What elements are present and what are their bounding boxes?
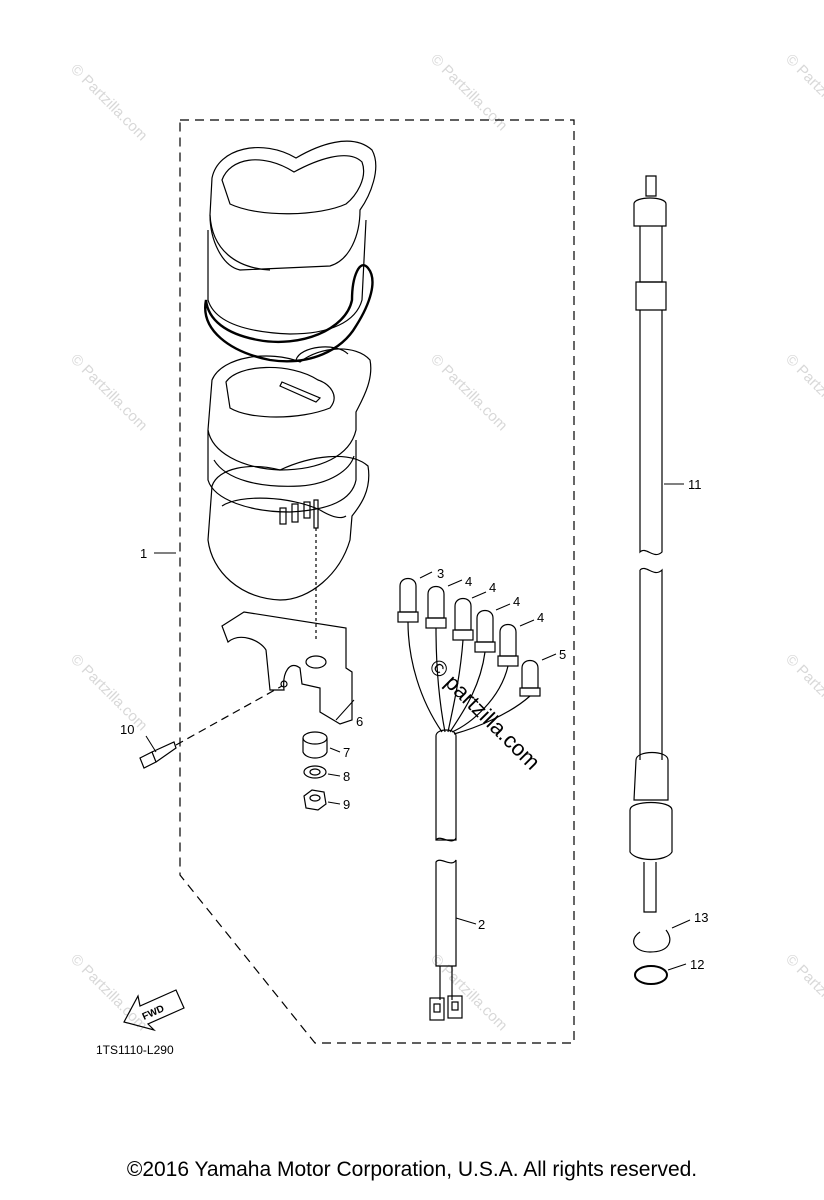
- callout-11: 11: [688, 477, 702, 492]
- washer: [303, 765, 327, 779]
- meter-body: [207, 346, 372, 513]
- bulb: [497, 623, 519, 667]
- gasket-ring: [204, 264, 374, 363]
- callout-8: 8: [343, 769, 350, 784]
- center-watermark: © partzilla.com: [424, 654, 545, 775]
- callout-7: 7: [343, 745, 350, 760]
- watermark: © Partzilla.com: [67, 351, 150, 434]
- bulb: [452, 597, 474, 641]
- callout-4: 4: [513, 594, 520, 609]
- callout-1: 1: [140, 546, 147, 561]
- watermark: © Partzilla.com: [427, 51, 510, 134]
- bulb: [425, 585, 447, 629]
- callout-12: 12: [690, 957, 704, 972]
- meter-bezel: [207, 140, 377, 335]
- bolt: [139, 685, 283, 769]
- o-ring: [634, 965, 668, 985]
- watermark: © Partzilla.com: [67, 951, 150, 1034]
- leader-lines: [145, 483, 691, 971]
- callout-10: 10: [120, 722, 134, 737]
- callouts: 1 2 3 4 4 4 4 5 6 7 8 9 10 11 12 13: [120, 477, 708, 972]
- fwd-label: FWD: [141, 1003, 166, 1022]
- callout-13: 13: [694, 910, 708, 925]
- cable-clip: [633, 929, 671, 953]
- callout-9: 9: [343, 797, 350, 812]
- callout-2: 2: [478, 917, 485, 932]
- meter-case: [207, 455, 370, 640]
- watermark: © Partzilla.com: [67, 651, 150, 734]
- watermark: © Partzilla.com: [782, 51, 824, 134]
- bulb-harness: [397, 577, 541, 1021]
- meter-cable: [629, 175, 673, 913]
- watermark: © Partzilla.com: [67, 61, 150, 144]
- watermarks: © Partzilla.com © Partzilla.com © Partzi…: [67, 51, 824, 1034]
- callout-4: 4: [489, 580, 496, 595]
- callout-4: 4: [537, 610, 544, 625]
- watermark: © Partzilla.com: [782, 351, 824, 434]
- watermark: © Partzilla.com: [782, 951, 824, 1034]
- callout-6: 6: [356, 714, 363, 729]
- callout-5: 5: [559, 647, 566, 662]
- bulb: [397, 577, 419, 623]
- nut: [303, 789, 327, 811]
- assembly-boundary: [179, 119, 575, 1044]
- callout-3: 3: [437, 566, 444, 581]
- copyright-notice: ©2016 Yamaha Motor Corporation, U.S.A. A…: [126, 1158, 698, 1181]
- watermark: © Partzilla.com: [427, 351, 510, 434]
- callout-4: 4: [465, 574, 472, 589]
- bulb: [474, 609, 496, 653]
- diagram-code: 1TS1110-L290: [96, 1043, 174, 1057]
- bulb: [519, 659, 541, 697]
- meter-bracket: [221, 611, 353, 725]
- watermark: © Partzilla.com: [782, 651, 824, 734]
- grommet: [302, 731, 328, 759]
